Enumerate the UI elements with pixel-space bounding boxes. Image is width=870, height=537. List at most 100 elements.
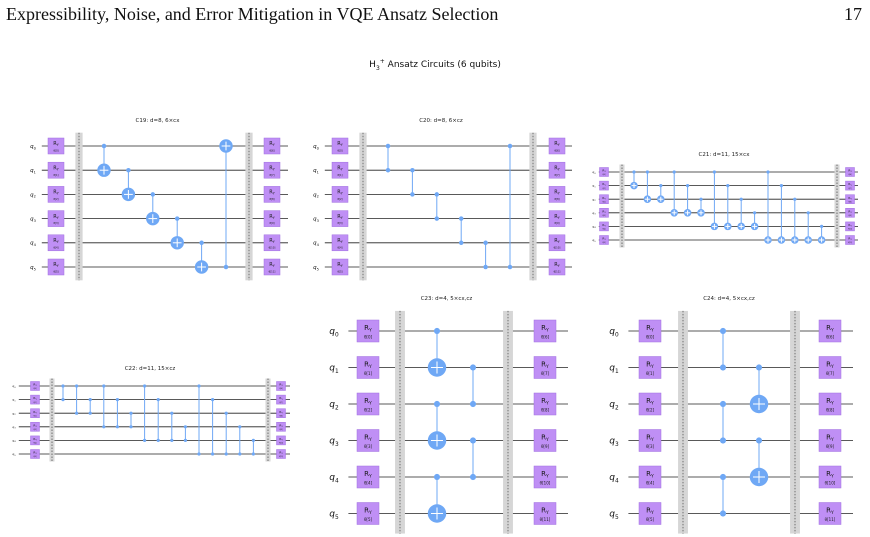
qubit-label: q1	[30, 168, 36, 174]
cx-gate	[777, 184, 786, 244]
cx-gate	[170, 216, 184, 250]
ry-gate-symbol: RY	[554, 165, 559, 171]
ry-gate-box	[276, 408, 286, 418]
ry-gate-left: RYθ[0]	[638, 319, 662, 343]
control-dot	[483, 264, 488, 270]
control-dot	[699, 197, 703, 201]
ry-gate-param: θ[0]	[53, 149, 58, 153]
ry-gate-symbol: RY	[33, 383, 37, 388]
ry-gate-param: θ[4]	[646, 481, 655, 486]
control-dot	[659, 184, 663, 188]
ry-gate-left: RYθ[2]	[356, 392, 380, 416]
ry-gate-right: RYθ[11]	[845, 235, 855, 245]
qubit-label: q0	[329, 327, 339, 338]
ry-gate-box	[30, 381, 40, 391]
control-dot	[739, 197, 743, 201]
ry-gate-symbol: RY	[826, 360, 834, 369]
qubit-label: q3	[12, 425, 16, 430]
ry-gate-box	[638, 319, 662, 343]
ry-gate-right: RYθ[7]	[845, 180, 855, 191]
control-dot	[793, 197, 797, 201]
ry-gate-param: θ[8]	[269, 197, 274, 201]
cz-gate	[170, 411, 174, 442]
ry-gate-box	[845, 180, 855, 191]
ry-gate-left: RYθ[1]	[30, 394, 40, 405]
ry-gate-param: θ[0]	[602, 174, 605, 176]
ry-gate-param: θ[9]	[848, 215, 851, 217]
cx-gate	[657, 184, 665, 203]
ry-gate-left: RYθ[3]	[331, 210, 349, 227]
qubit-label: q5	[12, 452, 16, 457]
ry-gate-symbol: RY	[364, 397, 372, 406]
ry-gate-box	[548, 258, 566, 276]
ry-gate-right: RYθ[10]	[263, 234, 281, 252]
cz-gate	[183, 425, 187, 442]
ry-gate-param: θ[4]	[33, 443, 36, 445]
ry-gate-param: θ[2]	[33, 415, 36, 417]
ry-gate-box	[47, 258, 65, 276]
cx-gate	[791, 197, 799, 244]
ry-gate-right: RYθ[7]	[276, 394, 286, 405]
ry-gate-param: θ[0]	[646, 335, 655, 340]
cz-gate	[129, 411, 133, 429]
ry-gate-symbol: RY	[602, 223, 606, 228]
ry-gate-box	[30, 422, 40, 432]
control-dot	[129, 411, 133, 415]
ry-gate-param: θ[11]	[554, 270, 561, 274]
qubit-label: q0	[609, 327, 619, 338]
control-dot	[126, 167, 131, 173]
qubit-label: q4	[609, 473, 619, 484]
ry-gate-right: RYθ[9]	[533, 429, 557, 452]
ry-gate-box	[599, 208, 609, 218]
ry-gate-param: θ[8]	[848, 201, 851, 203]
ry-gate-symbol: RY	[33, 410, 37, 415]
control-dot	[755, 364, 763, 371]
qubit-label: q5	[30, 265, 36, 271]
control-dot	[719, 510, 727, 517]
ry-gate-right: RYθ[9]	[845, 208, 855, 218]
ry-gate-box	[47, 234, 65, 252]
ry-gate-param: θ[10]	[279, 443, 283, 445]
ry-gate-box	[548, 210, 566, 227]
barrier	[75, 132, 83, 281]
ry-gate-right: RYθ[8]	[548, 186, 566, 203]
ry-gate-param: θ[4]	[53, 245, 58, 249]
control-dot	[170, 411, 174, 415]
qubit-label: q4	[313, 241, 320, 247]
cz-gate	[143, 384, 147, 442]
ry-gate-param: θ[7]	[554, 173, 559, 177]
ry-gate-box	[638, 392, 662, 416]
ry-gate-param: θ[3]	[602, 215, 605, 217]
control-dot	[726, 184, 730, 188]
control-dot	[755, 437, 763, 444]
control-dot	[61, 398, 65, 402]
control-dot	[102, 425, 106, 429]
ry-gate-symbol: RY	[364, 506, 372, 515]
ry-gate-symbol: RY	[269, 214, 274, 220]
barrier	[49, 378, 55, 462]
figure-title: H3+ Ansatz Circuits (6 qubits)	[0, 58, 870, 72]
ry-gate-symbol: RY	[646, 397, 654, 406]
ry-gate-symbol: RY	[364, 324, 372, 333]
ry-gate-box	[30, 408, 40, 418]
control-dot	[88, 398, 92, 402]
ry-gate-symbol: RY	[602, 182, 606, 187]
ry-gate-box	[845, 194, 855, 204]
cz-gate	[483, 240, 488, 270]
cx-gate	[697, 197, 705, 217]
ry-gate-symbol: RY	[337, 262, 342, 268]
ry-gate-symbol: RY	[364, 433, 372, 442]
ry-gate-box	[533, 502, 557, 525]
ry-gate-box	[263, 137, 281, 155]
ry-gate-box	[30, 394, 40, 405]
ry-gate-right: RYθ[8]	[845, 194, 855, 204]
control-dot	[686, 184, 690, 188]
ry-gate-right: RYθ[9]	[276, 422, 286, 432]
ry-gate-box	[276, 381, 286, 391]
ry-gate-param: θ[9]	[826, 444, 835, 449]
cz-gate	[434, 192, 440, 221]
ry-gate-box	[548, 161, 566, 179]
ry-gate-left: RYθ[4]	[638, 465, 662, 489]
ry-gate-box	[533, 429, 557, 452]
cx-gate	[643, 170, 652, 203]
